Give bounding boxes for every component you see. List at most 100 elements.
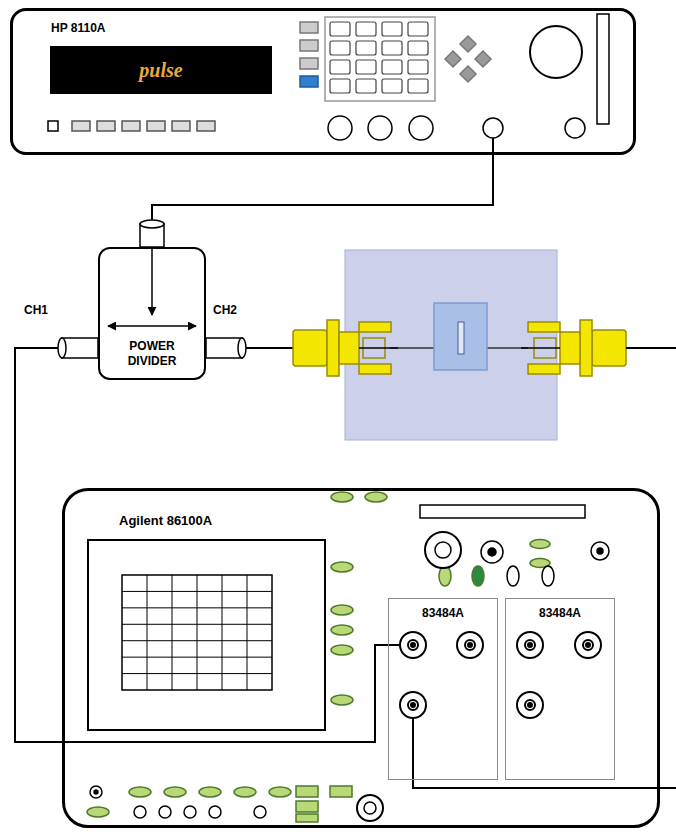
- oscilloscope-controls: [159, 806, 171, 818]
- generator-controls: [330, 41, 350, 55]
- generator-controls: [445, 51, 461, 67]
- generator-controls: [409, 116, 433, 140]
- oscilloscope-controls: [420, 505, 585, 518]
- generator-controls: [330, 79, 350, 93]
- power-divider-parts: [140, 220, 164, 228]
- oscilloscope-controls: [87, 807, 109, 817]
- power-divider-parts: [58, 220, 293, 358]
- test-fixture: [293, 320, 398, 376]
- input-jacks: [586, 643, 590, 647]
- input-jacks: [517, 692, 543, 718]
- generator-controls: [597, 14, 609, 124]
- cable: [15, 348, 388, 742]
- generator-controls: [97, 121, 115, 131]
- generator-controls: [356, 60, 376, 74]
- generator-controls: [475, 51, 491, 67]
- oscilloscope-controls: [435, 542, 451, 558]
- test-fixture: [458, 322, 464, 354]
- oscilloscope-controls: [222, 575, 223, 690]
- generator-controls: [72, 121, 215, 131]
- generator-controls: [300, 22, 318, 33]
- generator-controls: [328, 116, 352, 140]
- oscilloscope-controls: [296, 786, 318, 797]
- generator-controls: [300, 76, 318, 87]
- channel-label: CH2: [213, 303, 237, 317]
- node-text: Agilent 86100A: [119, 513, 212, 529]
- oscilloscope-controls: [122, 657, 272, 658]
- generator-controls: [460, 66, 476, 82]
- power-divider-parts: [238, 338, 246, 358]
- oscilloscope-controls: [172, 575, 173, 690]
- oscilloscope-controls: [90, 786, 102, 798]
- power-divider-parts: [151, 249, 153, 315]
- cable: [152, 155, 493, 247]
- oscilloscope-box: Agilent 86100A83484A83484A: [62, 488, 660, 828]
- input-jacks: [528, 643, 532, 647]
- instrument-box: HP 8110A pulse: [10, 8, 636, 155]
- oscilloscope-controls: [331, 492, 353, 502]
- node-text: pulse: [139, 58, 182, 83]
- oscilloscope-controls: [330, 786, 352, 797]
- oscilloscope-controls: [296, 801, 318, 812]
- input-jacks: [583, 640, 593, 650]
- generator-controls: [565, 118, 585, 138]
- oscilloscope-controls: [365, 492, 387, 502]
- test-fixture: [560, 332, 580, 364]
- input-jacks: [457, 632, 483, 658]
- oscilloscope-controls: [122, 624, 272, 625]
- test-fixture: [528, 322, 560, 332]
- generator-controls: [408, 79, 428, 93]
- oscilloscope-controls: [331, 645, 353, 655]
- oscilloscope-controls: [87, 492, 609, 822]
- oscilloscope-controls: [247, 575, 248, 690]
- module-box: 83484A: [505, 598, 615, 780]
- oscilloscope-controls: [364, 802, 376, 814]
- oscilloscope-controls: [199, 787, 221, 797]
- test-fixture: [293, 330, 327, 366]
- generator-controls: [408, 60, 428, 74]
- test-fixture: [521, 320, 626, 376]
- generator-controls: [72, 121, 90, 131]
- input-jacks: [528, 703, 532, 707]
- power-divider: POWER DIVIDER: [98, 247, 206, 380]
- generator-controls: [122, 121, 140, 131]
- generator-controls: [445, 36, 491, 82]
- power-divider-parts: [62, 338, 98, 358]
- power-divider-parts: [246, 347, 293, 349]
- oscilloscope-controls: [269, 787, 291, 797]
- input-jacks: [525, 640, 535, 650]
- generator-controls: [300, 22, 318, 87]
- input-jacks: [575, 632, 601, 658]
- oscilloscope-controls: [122, 575, 272, 690]
- test-fixture: [345, 250, 557, 440]
- node-text: HP 8110A: [51, 21, 106, 36]
- node-text: POWER DIVIDER: [115, 339, 189, 370]
- oscilloscope-controls: [481, 541, 503, 563]
- generator-controls: [48, 121, 58, 131]
- oscilloscope-controls: [439, 566, 451, 586]
- input-jacks: [525, 700, 535, 710]
- input-jacks: [411, 643, 415, 647]
- test-fixture: [592, 330, 626, 366]
- oscilloscope-controls: [122, 673, 272, 674]
- test-fixture: [521, 347, 560, 349]
- cables: [388, 644, 400, 646]
- oscilloscope-controls: [597, 548, 603, 554]
- oscilloscope-controls: [122, 607, 272, 608]
- input-jacks: [400, 632, 601, 718]
- oscilloscope-controls: [542, 566, 554, 586]
- generator-controls: [530, 26, 582, 78]
- oscilloscope-controls: [472, 566, 484, 586]
- test-fixture: [339, 332, 359, 364]
- generator-controls: [325, 17, 435, 101]
- oscilloscope-controls: [488, 548, 496, 556]
- oscilloscope-controls: [88, 540, 325, 730]
- channel-label: CH1: [24, 303, 48, 317]
- power-divider-parts: [58, 338, 66, 358]
- oscilloscope-controls: [209, 806, 221, 818]
- oscilloscope-controls: [425, 532, 461, 568]
- oscilloscope-controls: [357, 795, 383, 821]
- generator-controls: [300, 40, 318, 51]
- generator-controls: [172, 121, 190, 131]
